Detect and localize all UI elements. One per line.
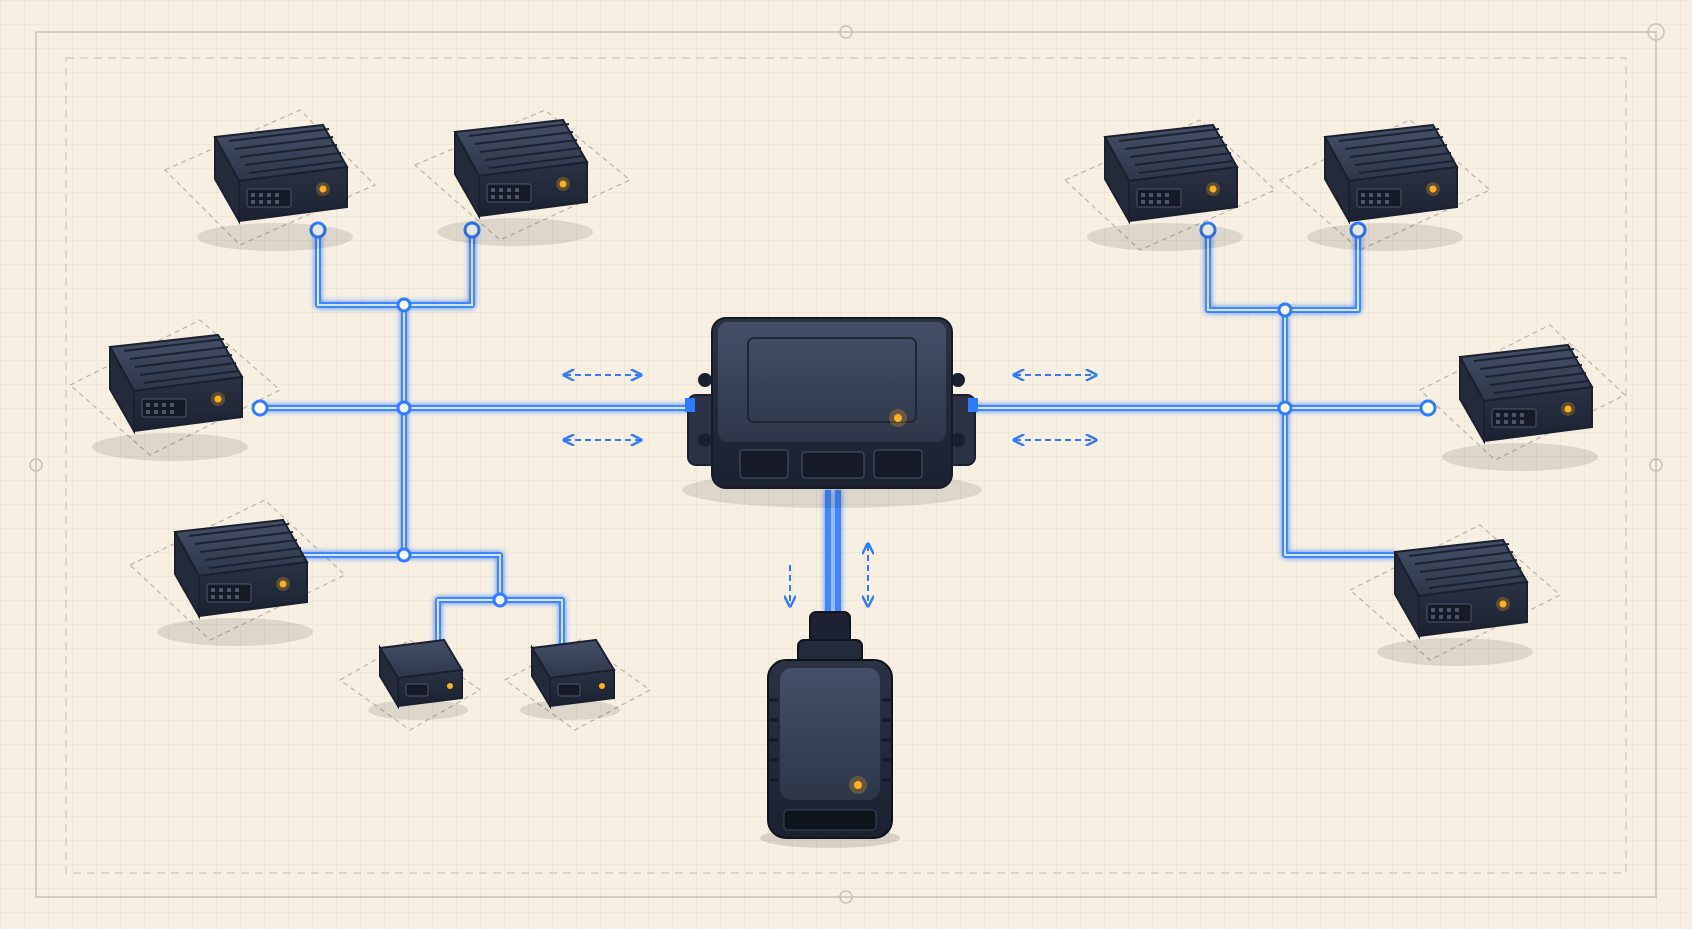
ecu-module-left-1-icon [196,124,354,252]
obd-connector-icon [760,611,900,848]
data-flow-arrows [565,375,1095,605]
ecu-module-right-1-icon [1086,124,1244,252]
ecu-module-right-4-icon [1376,539,1534,667]
ecu-module-left-3-icon [91,334,249,462]
ecu-module-right-2-icon [1306,124,1464,252]
ecu-module-left-2-icon [436,119,594,247]
drafting-frame [29,23,1665,904]
ecu-module-left-4-icon [156,519,314,647]
central-gateway-icon [682,317,982,508]
ecu-module-right-3-icon [1441,344,1599,472]
